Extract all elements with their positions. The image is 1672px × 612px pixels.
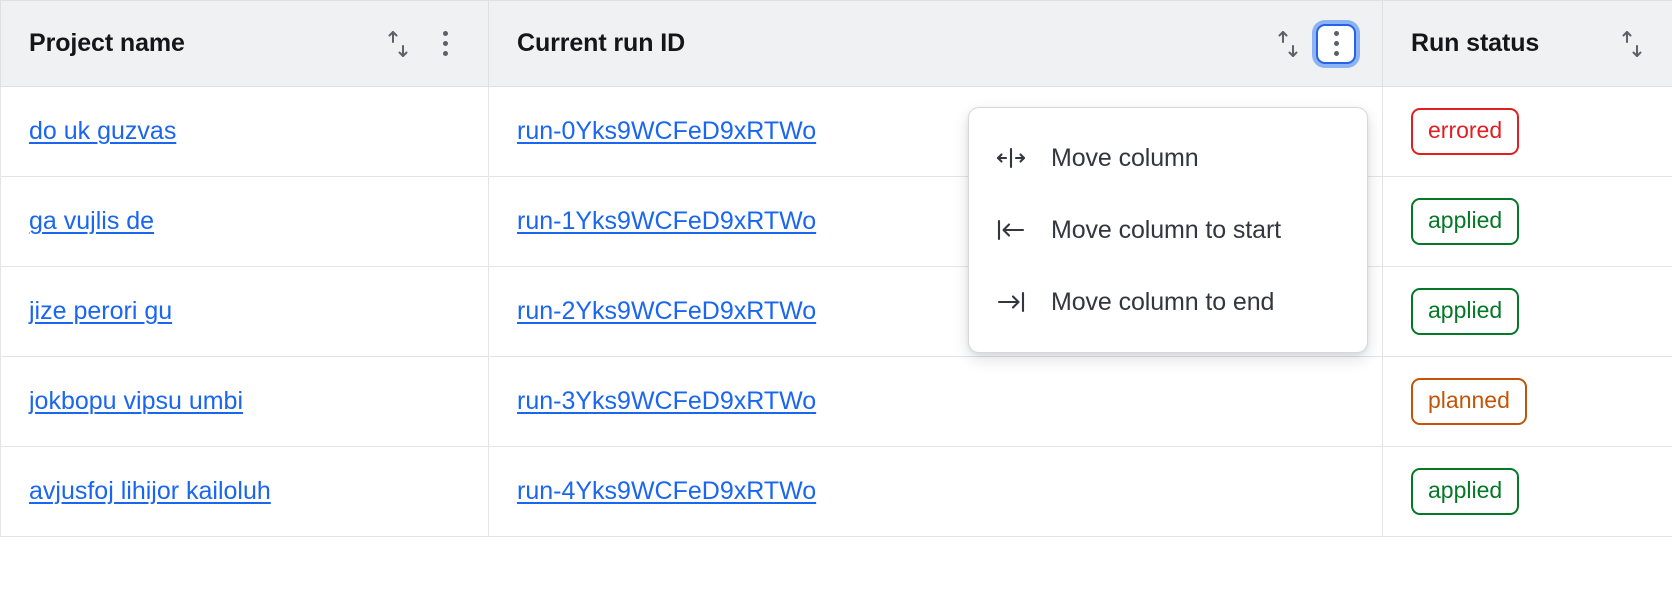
cell-run-status: errored xyxy=(1382,86,1672,177)
move-column-to-end-icon xyxy=(995,288,1027,316)
menu-item-label: Move column xyxy=(1051,143,1199,172)
cell-current-run-id: run-3Yks9WCFeD9xRTWo xyxy=(488,356,1383,447)
status-badge: errored xyxy=(1411,108,1520,155)
column-menu-button-current-run-id[interactable] xyxy=(1316,23,1356,64)
project-link[interactable]: ga vujlis de xyxy=(29,207,155,235)
table-header-row: Project name xyxy=(0,0,1672,87)
column-header-label-current-run-id: Current run ID xyxy=(517,29,686,57)
cell-project-name: ga vujlis de xyxy=(0,176,489,267)
status-badge: planned xyxy=(1411,378,1527,425)
project-link[interactable]: avjusfoj lihijor kailoluh xyxy=(29,477,271,505)
project-link[interactable]: do uk guzvas xyxy=(29,117,177,145)
run-id-link[interactable]: run-2Yks9WCFeD9xRTWo xyxy=(517,297,817,325)
column-header-current-run-id[interactable]: Current run ID xyxy=(488,0,1383,87)
column-menu-button-project-name[interactable] xyxy=(428,27,462,61)
kebab-menu-icon xyxy=(442,31,448,56)
table-row: do uk guzvas run-0Yks9WCFeD9xRTWo errore… xyxy=(0,86,1672,177)
column-header-label-project-name: Project name xyxy=(29,29,185,57)
sort-arrows-icon[interactable] xyxy=(1618,29,1646,59)
run-id-link[interactable]: run-0Yks9WCFeD9xRTWo xyxy=(517,117,817,145)
cell-project-name: avjusfoj lihijor kailoluh xyxy=(0,446,489,537)
column-header-run-status[interactable]: Run status xyxy=(1382,0,1672,87)
cell-project-name: do uk guzvas xyxy=(0,86,489,177)
status-badge: applied xyxy=(1411,198,1520,245)
cell-run-status: applied xyxy=(1382,446,1672,537)
column-header-project-name[interactable]: Project name xyxy=(0,0,489,87)
cell-run-status: applied xyxy=(1382,266,1672,357)
cell-current-run-id: run-4Yks9WCFeD9xRTWo xyxy=(488,446,1383,537)
cell-run-status: planned xyxy=(1382,356,1672,447)
column-context-menu: Move column Move column to start Move co… xyxy=(968,107,1368,353)
status-badge: applied xyxy=(1411,468,1520,515)
status-badge: applied xyxy=(1411,288,1520,335)
cell-run-status: applied xyxy=(1382,176,1672,267)
table-row: ga vujlis de run-1Yks9WCFeD9xRTWo applie… xyxy=(0,176,1672,267)
run-id-link[interactable]: run-1Yks9WCFeD9xRTWo xyxy=(517,207,817,235)
menu-item-label: Move column to start xyxy=(1051,215,1282,244)
menu-item-move-column-to-end[interactable]: Move column to end xyxy=(969,266,1367,338)
menu-item-label: Move column to end xyxy=(1051,287,1275,316)
run-id-link[interactable]: run-3Yks9WCFeD9xRTWo xyxy=(517,387,817,415)
menu-item-move-column[interactable]: Move column xyxy=(969,122,1367,194)
table-row: jokbopu vipsu umbi run-3Yks9WCFeD9xRTWo … xyxy=(0,356,1672,447)
table-row: avjusfoj lihijor kailoluh run-4Yks9WCFeD… xyxy=(0,446,1672,537)
table-body: do uk guzvas run-0Yks9WCFeD9xRTWo errore… xyxy=(0,86,1672,537)
sort-arrows-icon[interactable] xyxy=(1274,29,1302,59)
project-link[interactable]: jize perori gu xyxy=(29,297,173,325)
kebab-menu-icon xyxy=(1333,31,1339,56)
column-header-label-run-status: Run status xyxy=(1411,29,1540,57)
table-header: Project name xyxy=(0,0,1672,87)
run-id-link[interactable]: run-4Yks9WCFeD9xRTWo xyxy=(517,477,817,505)
move-column-icon xyxy=(995,144,1027,172)
sort-arrows-icon[interactable] xyxy=(384,29,412,59)
projects-table: Project name xyxy=(0,0,1672,537)
project-link[interactable]: jokbopu vipsu umbi xyxy=(29,387,244,415)
cell-project-name: jokbopu vipsu umbi xyxy=(0,356,489,447)
table-row: jize perori gu run-2Yks9WCFeD9xRTWo appl… xyxy=(0,266,1672,357)
cell-project-name: jize perori gu xyxy=(0,266,489,357)
move-column-to-start-icon xyxy=(995,216,1027,244)
menu-item-move-column-to-start[interactable]: Move column to start xyxy=(969,194,1367,266)
